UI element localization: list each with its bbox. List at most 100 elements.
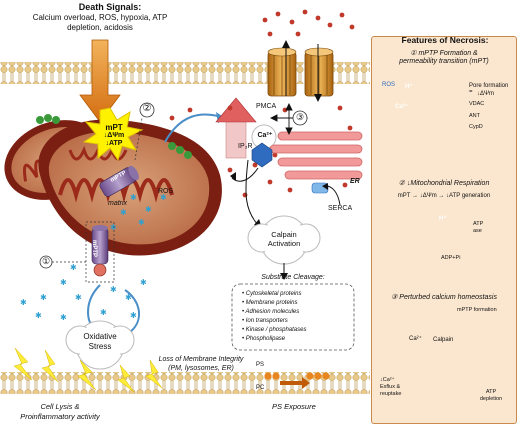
feature1-cypd: CypD [469,124,483,130]
ros-stars: ✱✱ ✱✱ ✱✱ ✱✱ ✱✱ ✱✱ ✱✱ ✱✱ ✱✱ [20,193,167,322]
svg-text:✱: ✱ [130,311,137,320]
substrate-list: • Cytoskeletal proteins • Membrane prote… [242,290,306,344]
svg-text:✱: ✱ [130,193,137,202]
svg-text:✱: ✱ [160,193,167,202]
svg-text:✱: ✱ [110,223,117,232]
svg-text:✱: ✱ [70,263,77,272]
loss-membrane-line2: (PM, lysosomes, ER) [168,365,234,372]
ros-label: ROS [158,188,174,195]
substrate-item: • Ion transporters [242,318,288,324]
substrate-item: • Membrane proteins [242,300,298,306]
feature3-atp: ATP depletion [479,389,503,402]
pc-label: PC [256,385,265,391]
oxidative-stress-label: Oxidative Stress [83,332,117,351]
pmca-label: PMCA [256,103,277,110]
substrate-item: • Phospholipase [242,336,286,342]
svg-text:✱: ✱ [60,278,67,287]
calpain-cloud [247,215,321,265]
er-label: ER [350,178,360,185]
mptp-label-lower: mPTP [91,240,97,258]
mptp-highlight-box [85,221,115,283]
feature2-h: H⁺ [439,216,447,222]
feature1-box: ① mPTP Formation & permeability transiti… [377,49,511,177]
mpt-burst [82,107,144,162]
features-title: Features of Necrosis: [401,35,489,45]
svg-text:✱: ✱ [60,313,67,322]
feature2-atp: ATP [473,221,484,227]
oxidative-stress-cloud [65,320,135,370]
ps-label: PS [256,362,265,368]
feature3-ca: Ca²⁺ [409,336,422,342]
cell-lysis-label: Cell Lysis & Proinflammatory activity [0,402,120,422]
svg-text:✱: ✱ [125,293,132,302]
step1-marker [39,255,53,269]
feature1-h: H⁺ [405,84,413,90]
substrate-item: • Kinase / phosphatases [242,327,307,333]
feature1-ant: ANT [469,113,480,119]
endoplasmic-reticulum [269,131,363,180]
cell-lysis-line2: Proinflammatory activity [20,412,100,421]
pmca-pump-1 [267,47,297,97]
svg-text:✱: ✱ [75,293,82,302]
svg-text:✱: ✱ [140,278,147,287]
svg-text:✱: ✱ [40,293,47,302]
feature3-calpain: Calpain [433,337,454,343]
substrate-title: Substrate Cleavage: [261,274,325,281]
feature1-pore2: ↓ΔΨm [477,91,495,97]
svg-text:✱: ✱ [138,218,145,227]
loss-membrane-line1: Loss of Membrane Integrity [158,356,244,363]
substrate-item: • Cytoskeletal proteins [242,291,302,297]
svg-text:✱: ✱ [110,285,117,294]
step2-label: ② [142,103,152,114]
mitochondrion-main [38,119,222,256]
lightning-bolts [13,347,163,393]
calpain-activation-label: Calpain Activation [267,230,301,248]
svg-text:✱: ✱ [120,208,127,217]
feature3-box: ③ Perturbed calcium homeostasis mPTP for… [377,291,511,421]
feature1-subtitle: permeability transition (mPT) [399,58,489,65]
feature3-title: ③ Perturbed calcium homeostasis [391,294,497,301]
ip3r-channel [251,142,273,168]
feature2-adp: ADP+Pi [441,255,461,261]
substrate-box [231,283,355,351]
step2-marker [139,102,155,118]
feature3-exflux: ↓Ca²⁺ Exflux & reuptake [380,377,402,397]
svg-text:✱: ✱ [145,205,152,214]
step1-label: ① [41,256,51,266]
serca-label: SERCA [328,205,353,212]
ip3r-label: IP₃R [238,143,253,150]
death-signals-line1: Calcium overload, ROS, hypoxia, ATP [32,13,168,22]
ps-exposure-graphic [264,372,330,389]
feature1-vdac: VDAC [469,101,485,107]
death-signals-title: Death Signals: [78,2,142,12]
svg-text:✱: ✱ [20,298,27,307]
mpt-label: mPT [105,123,123,132]
matrix-label: matrix [108,200,128,207]
svg-text:✱: ✱ [35,311,42,320]
psi-label: ↓ΔΨm [103,132,125,139]
ca-label: Ca²⁺ [257,132,273,139]
death-signals-line2: depletion, acidosis [67,23,133,32]
atp-synthase-marks [36,114,192,159]
cell-lysis-line1: Cell Lysis & [40,402,80,411]
feature2-box: ② ↓Mitochondrial Respiration mPT → ↓ΔΨm … [377,177,511,277]
feature1-pore: Pore formation = [469,83,509,95]
feature1-ca: Ca²⁺ [395,104,408,110]
pmca-pump-2 [304,47,334,97]
ca-increase-arrow [215,97,257,159]
feature2-chain: mPT → ↓ΔΨm → ↓ATP generation [397,193,491,199]
step3-marker [292,110,308,126]
features-panel: Features of Necrosis: ① mPTP Formation &… [371,35,517,424]
ps-exposure-label: PS Exposure [272,402,316,411]
feature3-mptp: mPTP formation [457,307,497,313]
substrate-item: • Adhesion molecules [242,309,300,315]
step3-label: ③ [295,112,305,122]
feature2-title: ② ↓Mitochondrial Respiration [398,180,490,187]
feature1-title: ① mPTP Formation & [410,50,478,57]
mptp-channel-upper [99,165,139,197]
feature2-atp2: ase [473,228,482,234]
mptp-channel-lower [91,225,109,277]
loss-membrane-label: Loss of Membrane Integrity (PM, lysosome… [140,355,262,373]
atp-label: ↓ATP [105,140,123,147]
svg-text:✱: ✱ [100,308,107,317]
